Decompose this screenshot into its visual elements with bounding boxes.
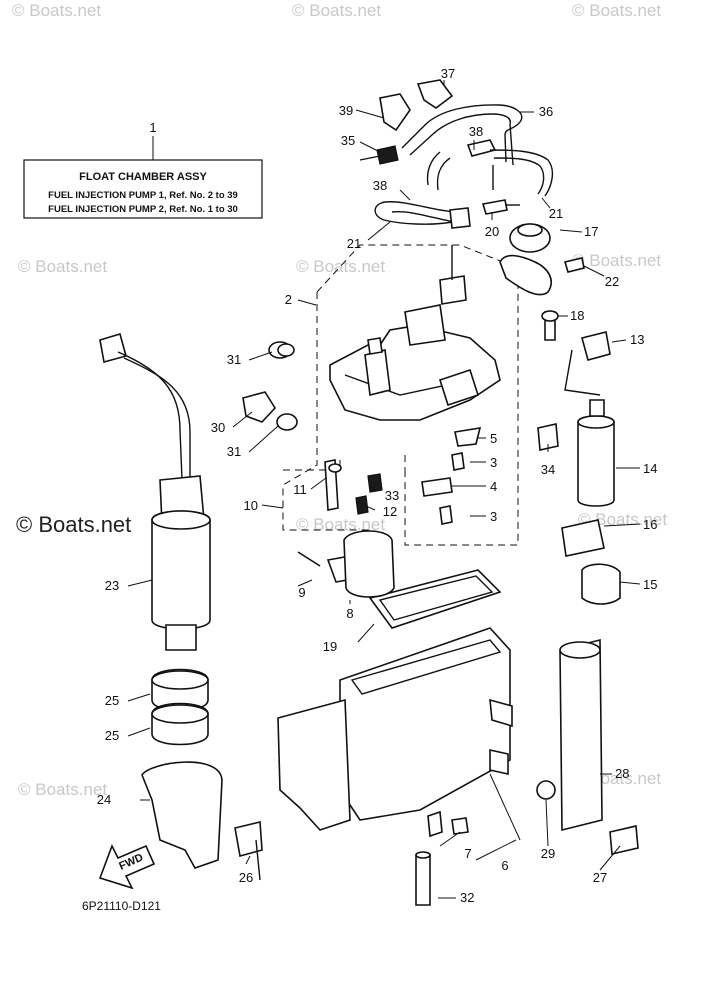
title-box: FLOAT CHAMBER ASSY FUEL INJECTION PUMP 1… <box>23 136 263 219</box>
watermark: © Boats.net <box>18 780 107 799</box>
callout-9: 9 <box>298 585 305 600</box>
title-line-1: FUEL INJECTION PUMP 1, Ref. No. 2 to 39 <box>48 190 238 201</box>
callout-numbers: 1 2 3 3 4 5 6 7 8 9 10 11 12 13 14 15 16… <box>97 66 658 905</box>
title-heading: FLOAT CHAMBER ASSY <box>79 171 207 183</box>
dashed-group-outlines <box>282 244 519 546</box>
callout-1: 1 <box>149 120 156 135</box>
callout-24: 24 <box>97 792 111 807</box>
callout-5: 5 <box>490 431 497 446</box>
pressure-regulator <box>499 223 585 296</box>
fuel-pump-2 <box>561 331 621 605</box>
drain-hose <box>415 851 431 906</box>
callout-35: 35 <box>341 133 355 148</box>
fuel-pump-1 <box>99 332 211 651</box>
diagram-code: 6P21110-D121 <box>82 899 161 913</box>
callout-14: 14 <box>643 461 657 476</box>
callout-31: 31 <box>227 352 241 367</box>
callout-28: 28 <box>615 766 629 781</box>
callout-7: 7 <box>464 846 471 861</box>
mounting-bands <box>141 668 263 881</box>
callout-17: 17 <box>584 224 598 239</box>
callout-23: 23 <box>105 578 119 593</box>
callout-38: 38 <box>469 124 483 139</box>
watermark: © Boats.net <box>18 257 107 276</box>
callout-15: 15 <box>643 577 657 592</box>
callout-19: 19 <box>323 639 337 654</box>
callout-29: 29 <box>541 846 555 861</box>
callout-38: 38 <box>373 178 387 193</box>
small-parts <box>242 310 559 583</box>
callout-25: 25 <box>105 728 119 743</box>
hose-assembly <box>359 79 554 229</box>
callout-36: 36 <box>539 104 553 119</box>
callout-22: 22 <box>605 274 619 289</box>
watermark: © Boats.net <box>578 510 667 529</box>
callout-39: 39 <box>339 103 353 118</box>
watermark: © Boats.net <box>572 1 661 20</box>
watermark: © Boats.net <box>572 251 661 270</box>
float-chamber-cover <box>329 245 501 421</box>
callout-10: 10 <box>244 498 258 513</box>
callout-11: 11 <box>293 482 307 497</box>
callout-3: 3 <box>490 509 497 524</box>
callout-3: 3 <box>490 455 497 470</box>
callout-21: 21 <box>347 236 361 251</box>
pump-body-right <box>536 638 639 855</box>
leader-lines <box>127 80 641 899</box>
callout-20: 20 <box>485 224 499 239</box>
watermark-strong: © Boats.net <box>16 512 131 537</box>
callout-8: 8 <box>346 606 353 621</box>
callout-32: 32 <box>460 890 474 905</box>
callout-12: 12 <box>383 504 397 519</box>
callout-2: 2 <box>285 292 292 307</box>
watermark: © Boats.net <box>12 1 101 20</box>
fwd-arrow-icon: FWD <box>98 844 156 890</box>
watermark: © Boats.net <box>292 1 381 20</box>
watermark: © Boats.net <box>296 515 385 534</box>
callout-31: 31 <box>227 444 241 459</box>
callout-27: 27 <box>593 870 607 885</box>
callout-30: 30 <box>211 420 225 435</box>
gasket-float <box>343 530 502 629</box>
callout-34: 34 <box>541 462 555 477</box>
callout-26: 26 <box>239 870 253 885</box>
title-line-2: FUEL INJECTION PUMP 2, Ref. No. 1 to 30 <box>48 204 238 215</box>
callout-33: 33 <box>385 488 399 503</box>
callout-18: 18 <box>570 308 584 323</box>
callout-13: 13 <box>630 332 644 347</box>
callout-25: 25 <box>105 693 119 708</box>
callout-21: 21 <box>549 206 563 221</box>
callout-6: 6 <box>501 858 508 873</box>
callout-4: 4 <box>490 479 497 494</box>
callout-37: 37 <box>441 66 455 81</box>
float-chamber-body <box>277 627 513 838</box>
watermark: © Boats.net <box>296 257 385 276</box>
callout-16: 16 <box>643 517 657 532</box>
